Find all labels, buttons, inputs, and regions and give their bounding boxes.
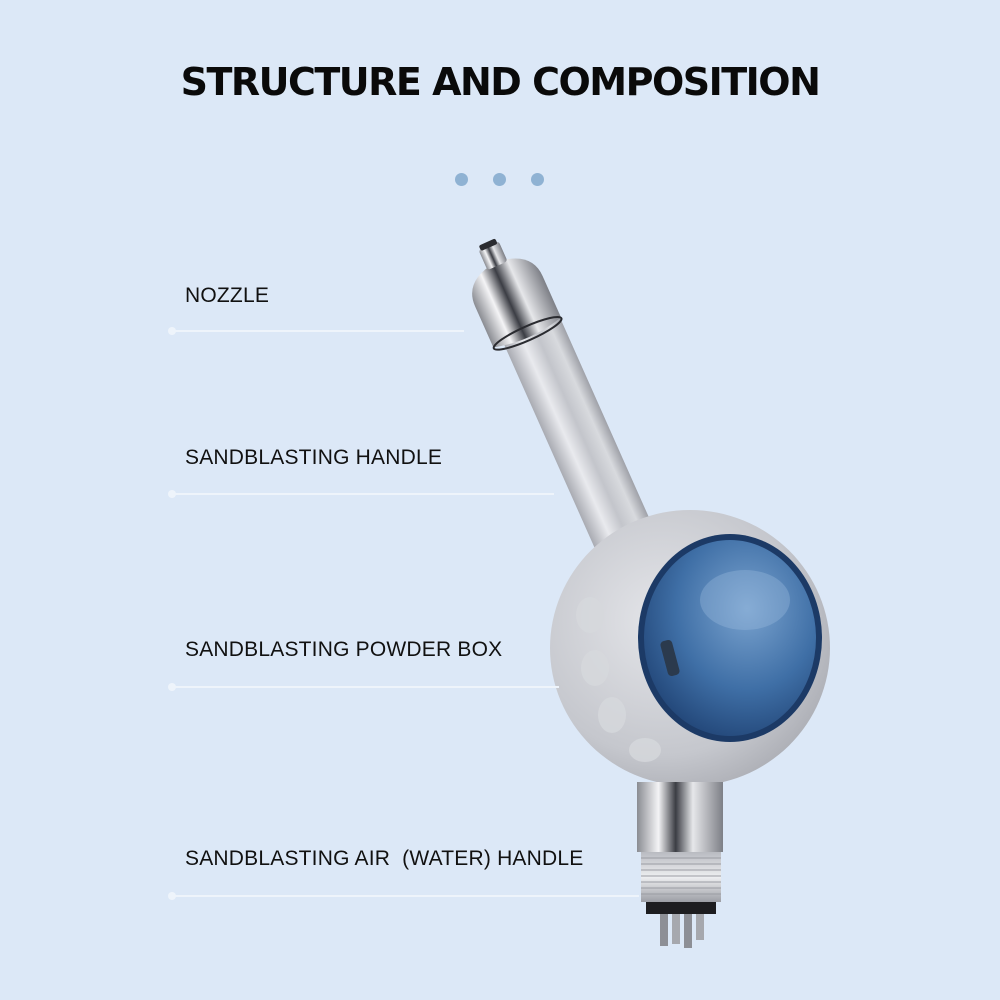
sandblasting-powder-box [550, 510, 830, 786]
label-powder-box: SANDBLASTING POWDER BOX [185, 638, 503, 661]
label-air-water-handle: SANDBLASTING AIR (WATER) HANDLE [185, 847, 584, 870]
dot-1 [455, 173, 468, 186]
decorative-dots [455, 173, 544, 186]
dot-2 [493, 173, 506, 186]
dot-3 [531, 173, 544, 186]
nozzle [472, 238, 563, 351]
sandblasting-handle [494, 298, 658, 561]
leader-line-powder-box [168, 683, 559, 691]
label-sandblasting-handle: SANDBLASTING HANDLE [185, 446, 443, 469]
leader-line-nozzle [168, 327, 464, 335]
label-nozzle: NOZZLE [185, 284, 270, 307]
leader-line-handle [168, 490, 554, 498]
sandblasting-air-water-handle [637, 782, 723, 948]
leader-line-air-water-handle [168, 892, 639, 900]
page-title: STRUCTURE AND COMPOSITION [180, 60, 821, 104]
